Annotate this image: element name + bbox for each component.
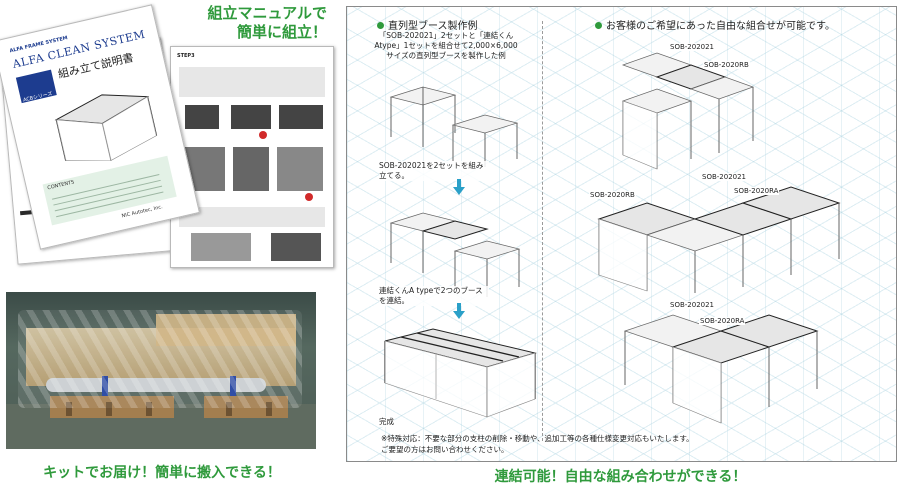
pallet-slat (106, 402, 112, 416)
manual-inner-page: STEP3 (170, 46, 334, 268)
step-row (179, 207, 325, 227)
photo-caption: キットでお届け！簡単に搬入できる！ (43, 465, 281, 481)
manual-caption-line1: 組立マニュアルで (207, 4, 327, 22)
example1-drawing (621, 52, 755, 170)
step-badge (259, 131, 267, 139)
pallet-slat (146, 402, 152, 416)
manual-cover: ALFA FRAME SYSTEM ALFA CLEAN SYSTEM ACBシ… (0, 4, 200, 250)
step1-text: SOB-202021を2セットを組み立てる。 (379, 161, 489, 181)
photo-frame-bundle (46, 378, 266, 392)
pallet-slat (226, 402, 232, 416)
photo-thumb (233, 147, 269, 191)
step-badge (305, 193, 313, 201)
kit-photo (6, 292, 316, 449)
combination-caption: 連結可能！自由な組み合わせができる！ (494, 469, 747, 485)
example2-label-b: SOB-2020RB (589, 191, 636, 199)
example3-label-b: SOB-2020RA (699, 317, 746, 325)
right-heading: お客様のご希望にあった自由な組合せが可能です。 (595, 17, 835, 32)
photo-thumb (279, 105, 323, 129)
left-heading: 直列型ブース製作例 (377, 17, 478, 32)
completed-drawing (384, 328, 537, 418)
left-description: 「SOB-202021」2セットと「連結くん Atype」1セットを組合せて2,… (374, 31, 518, 60)
photo-boxes (156, 314, 296, 346)
bullet-dot (377, 22, 384, 29)
manual-caption: 組立マニュアルで 簡単に組立！ (205, 4, 327, 42)
column-divider (542, 21, 543, 441)
manual-illustration: STEP3 ALFA FRAME SYSTEM ALFA CLEAN SYSTE… (0, 0, 340, 270)
example3-label-a: SOB-202021 (669, 301, 716, 309)
cover-booth-drawing (54, 94, 158, 161)
step2-text: 連結くんA typeで2つのブースを連結。 (379, 286, 489, 306)
photo-thumb (231, 105, 271, 129)
photo-thumb (271, 233, 321, 261)
photo-pallet (50, 396, 174, 418)
example1-label-b: SOB-2020RB (703, 61, 750, 69)
manual-caption-line2: 簡単に組立！ (236, 23, 327, 41)
combination-panel: 直列型ブース製作例 「SOB-202021」2セットと「連結くん Atype」1… (346, 6, 897, 462)
right-heading-text: お客様のご希望にあった自由な組合せが可能です。 (606, 21, 835, 32)
photo-strap (102, 376, 108, 396)
photo-thumb (191, 233, 251, 261)
photo-strap (230, 376, 236, 396)
example1-label-a: SOB-202021 (669, 43, 716, 51)
note-line1: ※特殊対応：不要な部分の支柱の削除・移動や、追加工等の各種仕様変更対応もいたしま… (381, 434, 694, 443)
step-header: STEP3 (177, 53, 195, 59)
photo-thumb (185, 105, 219, 129)
example2-drawing (597, 186, 841, 293)
bullet-dot (595, 22, 602, 29)
arrow-down-icon (453, 303, 465, 319)
pallet-slat (66, 402, 72, 416)
left-heading-text: 直列型ブース製作例 (388, 21, 478, 32)
example2-label-a: SOB-202021 (701, 173, 748, 181)
arrow-down-icon (453, 179, 465, 195)
photo-thumb (277, 147, 323, 191)
example3-drawing (623, 314, 819, 424)
step2-drawing (389, 212, 521, 297)
step-row (179, 67, 325, 97)
note-line2: ご要望の方はお問い合わせください。 (381, 445, 509, 454)
example2-label-c: SOB-2020RA (733, 187, 780, 195)
step1-drawing (389, 86, 519, 167)
pallet-slat (266, 402, 272, 416)
special-note: ※特殊対応：不要な部分の支柱の削除・移動や、追加工等の各種仕様変更対応もいたしま… (381, 433, 694, 455)
completed-text: 完成 (379, 417, 394, 427)
photo-shrink-wrap (18, 310, 302, 408)
